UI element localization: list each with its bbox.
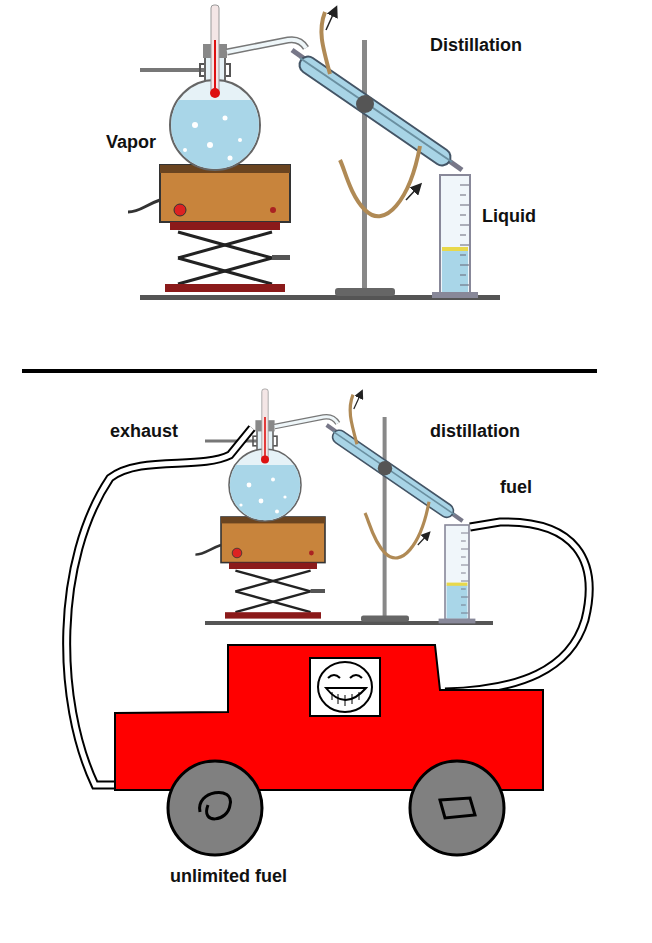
text-label: fuel xyxy=(500,477,532,499)
text-label: Liquid xyxy=(482,206,536,228)
text-label: Vapor xyxy=(106,132,156,154)
text-label: distillation xyxy=(430,421,520,443)
text-label: unlimited fuel xyxy=(170,866,287,888)
text-label: Distillation xyxy=(430,35,522,57)
text-label: exhaust xyxy=(110,421,178,443)
